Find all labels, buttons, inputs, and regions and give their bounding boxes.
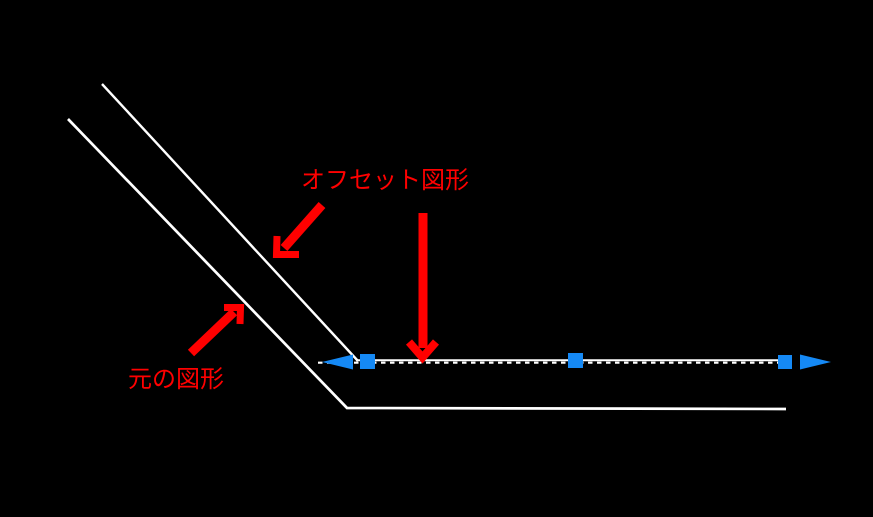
midpoint-grip[interactable] <box>568 353 583 368</box>
arrow-to-selected-head <box>405 339 440 364</box>
start-grip[interactable] <box>360 354 375 369</box>
arrow-to-original-shaft <box>187 308 238 357</box>
offset-shape-diagonal[interactable] <box>101 83 359 362</box>
left-stretch-arrow-icon[interactable] <box>322 354 353 370</box>
arrow-to-selected-segment <box>405 213 440 364</box>
label-offset-shape: オフセット図形 <box>301 167 469 194</box>
arrow-to-original-shape <box>187 304 245 357</box>
original-shape-polyline[interactable] <box>67 118 787 411</box>
right-stretch-arrow-icon[interactable] <box>800 354 831 370</box>
arrow-to-offset-shape <box>272 202 326 258</box>
label-original-shape: 元の図形 <box>128 366 224 393</box>
arrow-to-original-head <box>224 304 245 325</box>
end-grip[interactable] <box>778 355 792 369</box>
arrow-to-offset-shaft <box>280 202 326 251</box>
arrow-to-offset-head <box>272 235 299 258</box>
